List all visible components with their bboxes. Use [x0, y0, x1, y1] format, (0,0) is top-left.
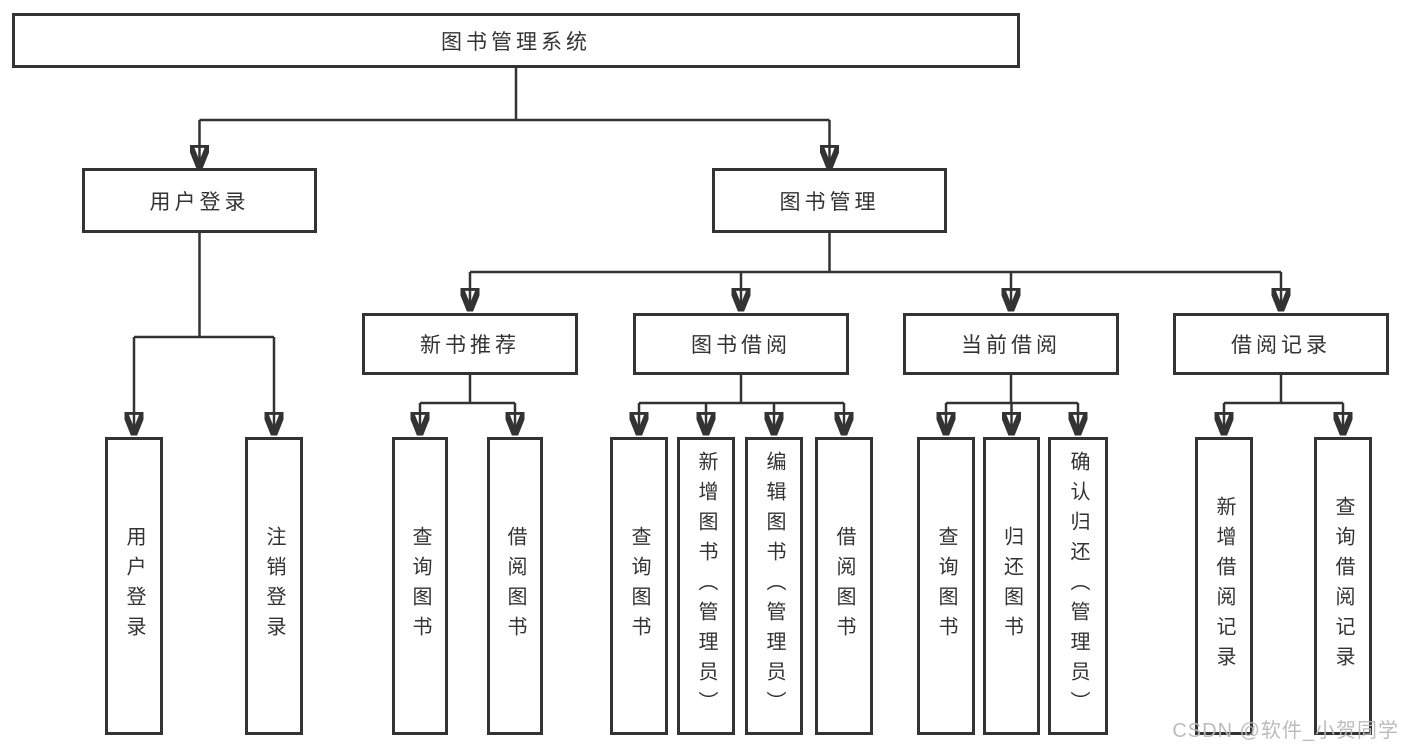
leaf-records-add-record: 新增借阅记录	[1195, 437, 1253, 735]
leaf-borrow-add-book-admin: 新增图书（管理员）	[677, 437, 735, 735]
node-current-borrow: 当前借阅	[903, 313, 1119, 375]
leaf-current-query-book: 查询图书	[917, 437, 975, 735]
leaf-borrow-edit-book-admin: 编辑图书（管理员）	[745, 437, 803, 735]
connector-current-borrow-to-leaves	[946, 375, 1078, 433]
leaf-records-query-record: 查询借阅记录	[1314, 437, 1372, 735]
leaf-user-login: 用户登录	[105, 437, 163, 735]
connector-book-mgmt-to-level3	[470, 233, 1281, 309]
node-user-login: 用户登录	[82, 168, 317, 233]
connector-root-to-level2	[200, 68, 830, 166]
leaf-logout: 注销登录	[245, 437, 303, 735]
csdn-watermark: CSDN @软件_小贺同学	[1172, 720, 1399, 742]
node-borrow-records: 借阅记录	[1173, 313, 1389, 375]
leaf-new-books-query: 查询图书	[392, 437, 448, 735]
connector-user-login-to-leaves	[134, 233, 274, 433]
leaf-current-confirm-return-admin: 确认归还（管理员）	[1048, 437, 1108, 735]
connector-book-borrow-to-leaves	[639, 375, 844, 433]
leaf-borrow-borrow-book: 借阅图书	[815, 437, 873, 735]
node-root-library-system: 图书管理系统	[12, 13, 1020, 68]
leaf-current-return-book: 归还图书	[983, 437, 1040, 735]
node-new-book-recommend: 新书推荐	[362, 313, 578, 375]
connector-new-books-to-leaves	[420, 375, 515, 433]
leaf-new-books-borrow: 借阅图书	[487, 437, 543, 735]
node-book-borrow: 图书借阅	[633, 313, 849, 375]
leaf-borrow-query-book: 查询图书	[610, 437, 668, 735]
connector-borrow-records-to-leaves	[1224, 375, 1343, 433]
node-book-management: 图书管理	[712, 168, 947, 233]
